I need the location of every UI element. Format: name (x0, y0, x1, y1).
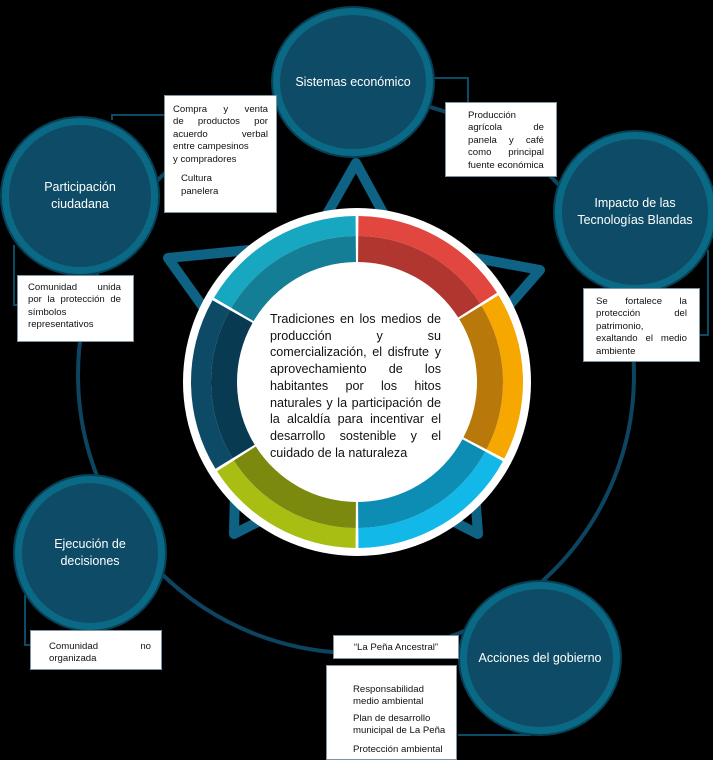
box-text: por la protección de (28, 294, 121, 306)
box-la-pena-ancestral: “La Peña Ancestral” (333, 635, 459, 659)
box-text: Comunidad unida (28, 282, 121, 293)
box-text: representativos (28, 319, 94, 331)
box-text: Compra y venta (173, 104, 268, 115)
box-comunidad-unida: Comunidad unida por la protección de sím… (17, 275, 134, 342)
connector-impacto-fortalece (700, 250, 709, 336)
box-text: agrícola de (468, 122, 544, 134)
box-text: Comunidad no (49, 641, 151, 652)
ring-segment-navy-outer (190, 300, 233, 469)
center-inner-disc (239, 264, 475, 500)
node-sistemas-economico: Sistemas económico (273, 8, 433, 156)
box-acciones-gobierno: Responsabilidad medio ambiental Plan de … (326, 665, 457, 760)
box-text: como principal (468, 147, 544, 159)
ring-segment-teal-inner (231, 236, 356, 322)
box-fortalece-proteccion: Se fortalece la protección del patrimoni… (583, 288, 700, 362)
ring-segment-red-inner (358, 236, 481, 318)
box-text: ambiente (596, 345, 636, 357)
box-text: municipal de La Peña (353, 725, 446, 737)
box-compra-venta: Compra y venta de productos por acuerdo … (164, 95, 277, 213)
connector-ejecucion-comunidad (24, 595, 30, 646)
box-text: exaltando el medio (596, 333, 687, 345)
box-text: panelera (181, 185, 219, 197)
ring-segment-olive-outer (216, 460, 356, 548)
node-ejecucion-decisiones: Ejecución de decisiones (15, 476, 165, 630)
box-text: patrimonio, (596, 320, 644, 332)
box-text: y compradores (173, 153, 237, 165)
box-text: panela y café (468, 134, 544, 146)
ring-segment-cyan-outer (358, 451, 503, 548)
box-text: Protección ambiental (353, 743, 443, 755)
box-text: organizada (49, 653, 97, 665)
ring-segment-cyan-inner (358, 439, 486, 528)
ring-segment-red-outer (358, 216, 498, 304)
node-participacion-ciudadana: Participación ciudadana (2, 118, 158, 274)
connector-participacion-comunidad (13, 245, 18, 306)
connector-sistemas-produccion (432, 77, 469, 105)
ring-segment-orange-outer (481, 295, 523, 459)
ring-segment-teal-outer (213, 216, 356, 308)
node-impacto-tecnologias: Impacto de las Tecnologías Blandas (555, 132, 713, 292)
box-text: Producción (468, 110, 516, 121)
box-produccion-agricola: Producción agrícola de panela y café com… (445, 102, 557, 177)
box-text: Cultura (181, 173, 212, 185)
box-text: medio ambiental (353, 696, 424, 708)
center-description: Tradiciones en los medios de producción … (270, 312, 441, 460)
box-text: entre campesinos (173, 141, 249, 153)
node-acciones-gobierno: Acciones del gobierno (460, 582, 620, 734)
ring-segment-olive-inner (233, 446, 356, 528)
ring-segment-navy-inner (210, 310, 255, 459)
connector-participacion-compra (111, 114, 165, 120)
box-text: fuente económica (468, 159, 544, 171)
box-text: acuerdo verbal (173, 128, 268, 140)
box-text: protección del (596, 308, 687, 320)
box-text: Responsabilidad (353, 684, 424, 695)
box-text: Se fortalece la (596, 296, 687, 307)
box-text: de productos por (173, 116, 268, 128)
box-text: símbolos (28, 306, 67, 318)
color-ring (190, 216, 523, 548)
box-text: Plan de desarrollo (353, 712, 431, 724)
box-comunidad-no-organizada: Comunidad no organizada (30, 630, 162, 670)
box-text: “La Peña Ancestral” (353, 642, 439, 653)
ring-segment-orange-inner (459, 305, 503, 450)
